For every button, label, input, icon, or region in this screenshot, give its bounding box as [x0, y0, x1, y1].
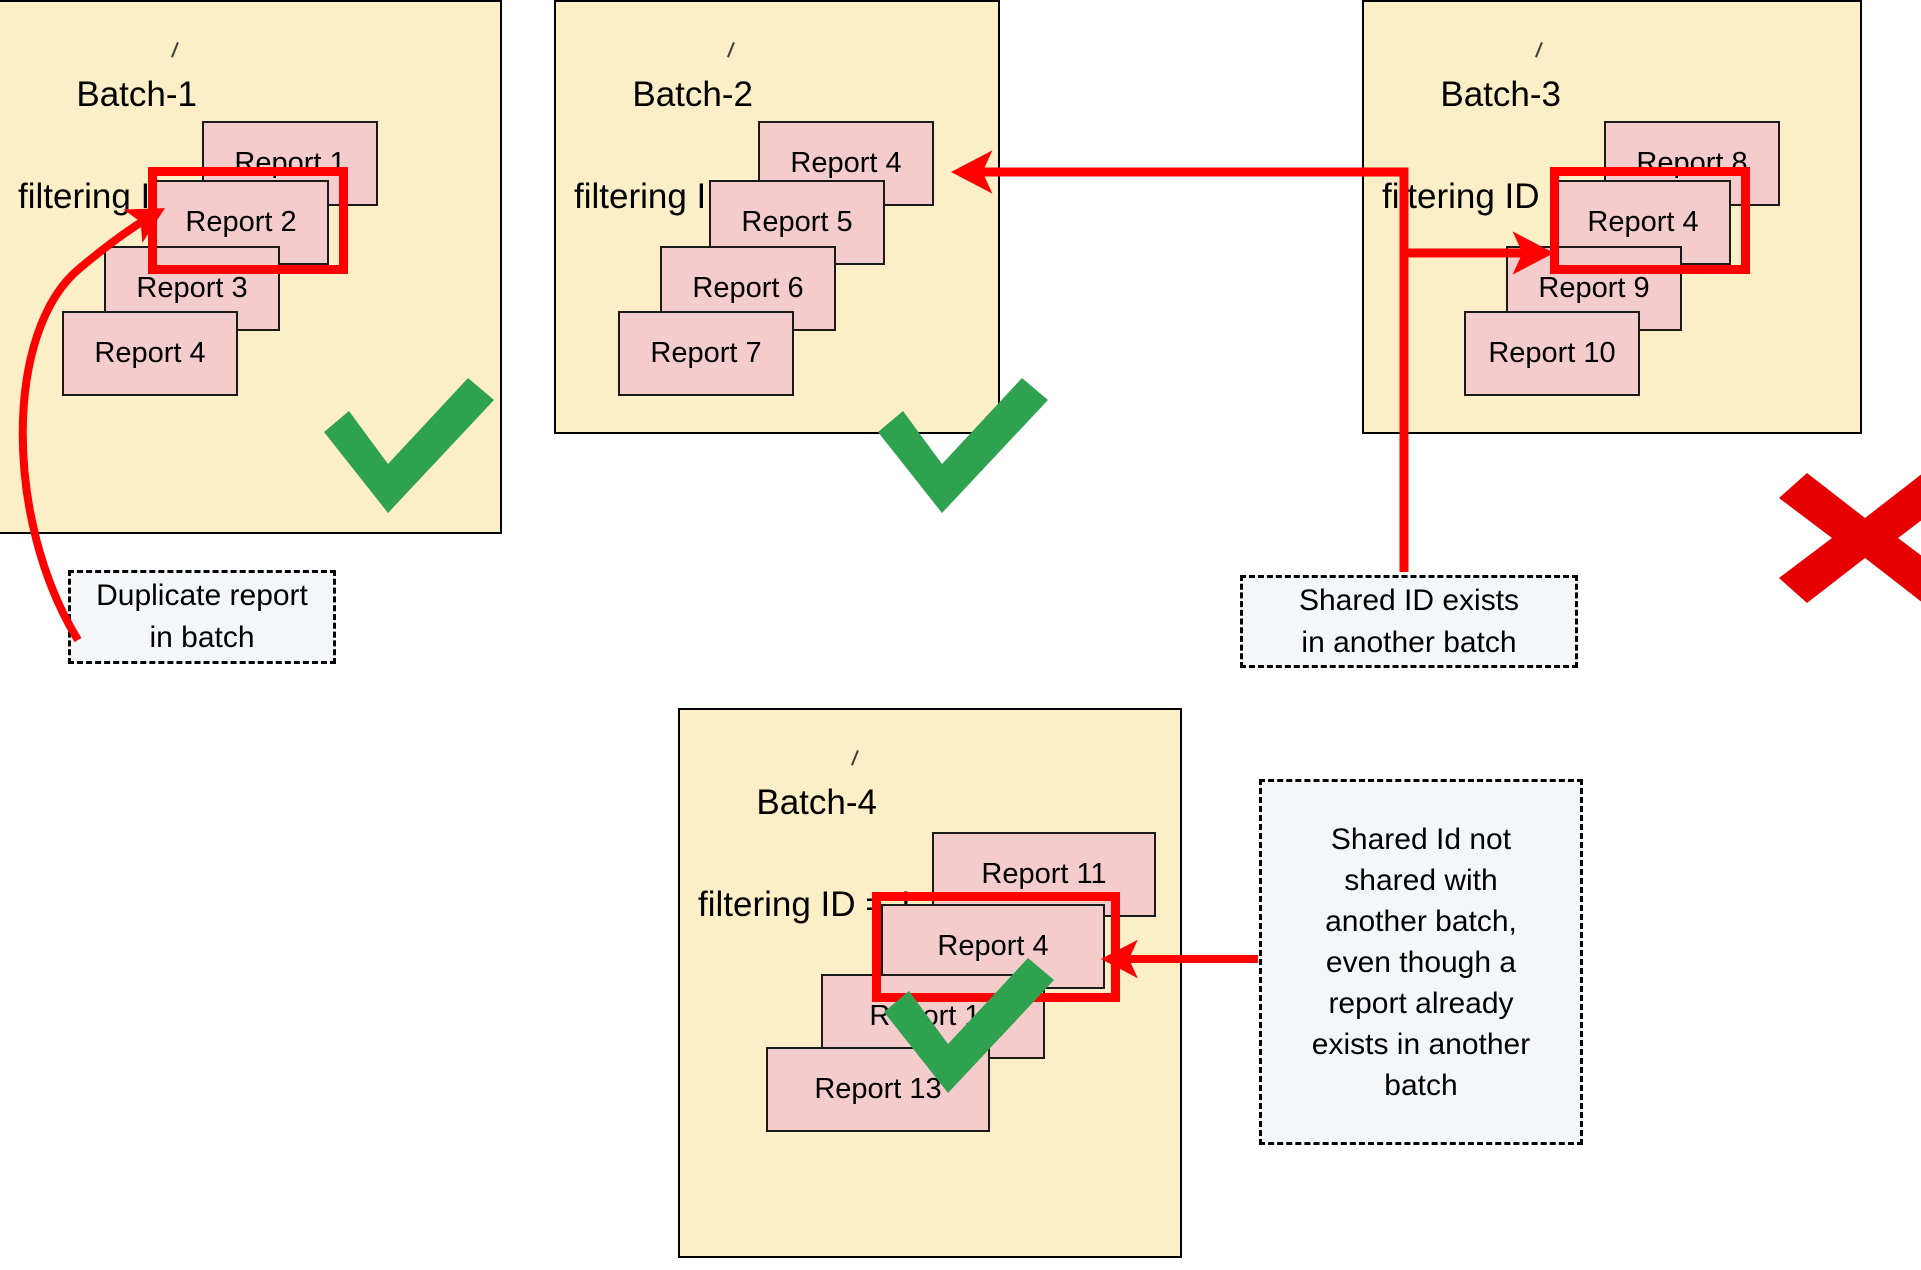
callout-shared-id-exists: Shared ID exists in another batch: [1240, 575, 1578, 668]
callout-duplicate-report: Duplicate report in batch: [68, 570, 336, 664]
callout-shared-id-not-shared: Shared Id not shared with another batch,…: [1259, 779, 1583, 1145]
callout-shared-exists-line1: Shared ID exists: [1298, 583, 1520, 617]
report-card[interactable]: Report 7: [618, 311, 794, 396]
batch-card-batch-4[interactable]: Batch-4 filtering ID = 1 Report 11 Repor…: [678, 708, 1182, 1258]
highlight-rect-batch-4: [872, 892, 1120, 1002]
highlight-rect-batch-3: [1550, 167, 1750, 274]
report-card[interactable]: Report 5: [709, 180, 885, 265]
cross-icon: [1779, 473, 1921, 603]
batch-4-title: Batch-4 filtering ID = 1: [698, 726, 915, 1032]
report-card[interactable]: Report 10: [1464, 311, 1640, 396]
callout-not-shared-line-6: exists in another: [1311, 1027, 1531, 1061]
batch-3-name: Batch-3: [1440, 75, 1561, 114]
callout-not-shared-line-1: Shared Id not: [1330, 822, 1512, 856]
report-card[interactable]: Report 4: [62, 311, 238, 396]
callout-duplicate-line2: in batch: [149, 621, 255, 654]
arrow-shared-id-to-batch-2: [950, 150, 1409, 572]
batch-card-batch-2[interactable]: Batch-2 filtering ID = 0 Report 4 Report…: [554, 0, 1000, 434]
callout-not-shared-line-5: report already: [1328, 986, 1514, 1020]
callout-duplicate-line1: Duplicate report: [96, 579, 308, 612]
batch-4-filtering-label: filtering ID = 1: [698, 885, 915, 924]
highlight-rect-batch-1: [148, 167, 348, 274]
batch-1-name: Batch-1: [76, 75, 197, 114]
callout-not-shared-line-7: batch: [1384, 1068, 1458, 1102]
batch-2-name: Batch-2: [632, 75, 753, 114]
batch-card-batch-1[interactable]: Batch-1 filtering ID = 0 Report 1 Report…: [0, 0, 502, 534]
callout-not-shared-line-3: another batch,: [1325, 904, 1517, 938]
report-card[interactable]: Report 13: [766, 1047, 990, 1132]
callout-not-shared-line-4: even though a: [1325, 945, 1517, 979]
batch-card-batch-3[interactable]: Batch-3 filtering ID = 0 Report 8 Report…: [1362, 0, 1862, 434]
callout-shared-exists-line2: in another batch: [1301, 625, 1517, 659]
batch-4-name: Batch-4: [756, 783, 877, 822]
callout-not-shared-line-2: shared with: [1344, 863, 1498, 897]
